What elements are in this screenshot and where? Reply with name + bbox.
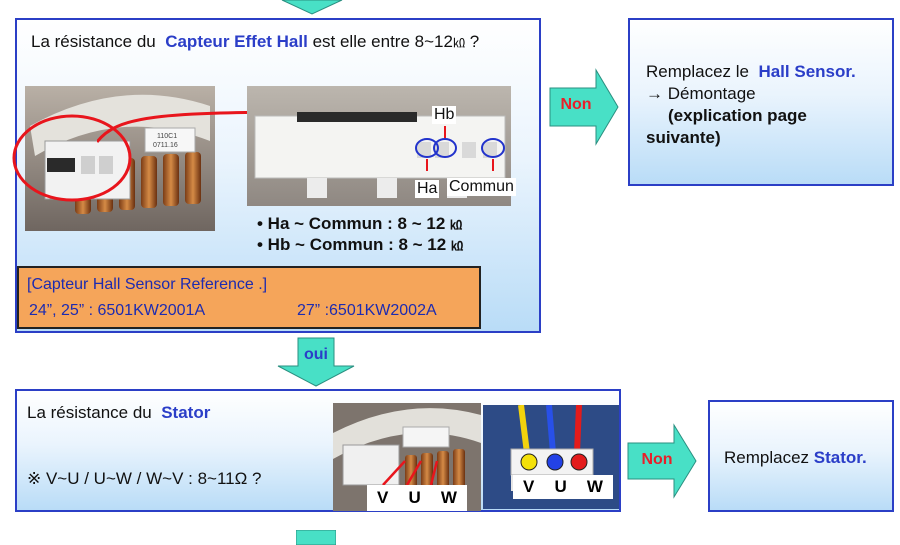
stator-coil-photo: V U W — [333, 403, 481, 511]
arrow-non-hall: Non — [548, 68, 620, 146]
flow-arrow-bottom — [296, 530, 336, 545]
replace-hall-line4: suivante) — [646, 128, 721, 147]
stator-photo-uvw: V U W — [367, 485, 467, 511]
flow-arrow-top — [281, 0, 343, 15]
stator-question: La résistance du Stator — [27, 403, 211, 422]
replace-stator-box: Remplacez Stator. — [708, 400, 894, 512]
reference-title: [Capteur Hall Sensor Reference .] — [27, 276, 268, 293]
stator-formula: ※ V~U / U~W / W~V : 8~11Ω ? — [27, 469, 262, 488]
arrow-oui-label: oui — [304, 346, 328, 363]
measure-hb-line: • Hb ~ Commun : 8 ~ 12 ㏀ — [257, 235, 463, 254]
arrow-non-hall-label: Non — [560, 96, 592, 113]
arrow-non-stator: Non — [626, 423, 698, 499]
stator-photo-v: V — [377, 488, 389, 507]
hall-question: La résistance du Capteur Effet Hall est … — [31, 32, 480, 51]
arrow-oui: oui — [276, 336, 356, 388]
hall-sensor-reference-box: [Capteur Hall Sensor Reference .] 24”, 2… — [17, 266, 481, 329]
replace-hall-line1: Remplacez le Hall Sensor. — [646, 62, 856, 81]
connector-uvw: V U W — [513, 475, 613, 499]
label-commun: Commun — [447, 178, 516, 196]
connector-u: U — [554, 477, 567, 496]
hall-sensor-closeup-photo — [247, 86, 511, 206]
replace-hall-sensor-box: Remplacez le Hall Sensor. → Démontage (e… — [628, 18, 894, 186]
reference-line-b: 27” :6501KW2002A — [297, 302, 437, 319]
stator-photo-w: W — [440, 488, 457, 507]
reference-line-a: 24”, 25” : 6501KW2001A — [29, 302, 206, 319]
measure-ha-line: • Ha ~ Commun : 8 ~ 12 ㏀ — [257, 214, 463, 233]
hall-sensor-check-box: La résistance du Capteur Effet Hall est … — [12, 18, 541, 333]
sensor-highlight-ellipse — [12, 114, 132, 202]
replace-hall-line3: (explication page — [668, 106, 807, 125]
connector-v: V — [523, 477, 535, 496]
replace-hall-line2: → Démontage — [646, 84, 756, 103]
arrow-non-stator-label: Non — [641, 451, 673, 468]
svg-text:0711.16: 0711.16 — [153, 142, 178, 149]
replace-stator-text: Remplacez Stator. — [724, 448, 867, 467]
label-hb: Hb — [432, 106, 457, 124]
svg-text:110C1: 110C1 — [157, 133, 177, 140]
stator-connector-photo: V U W — [483, 405, 619, 509]
stator-check-box: La résistance du Stator ※ V~U / U~W / W~… — [15, 389, 621, 512]
stator-photo-u: U — [408, 488, 421, 507]
label-ha: Ha — [415, 180, 440, 198]
connector-w: W — [586, 477, 603, 496]
